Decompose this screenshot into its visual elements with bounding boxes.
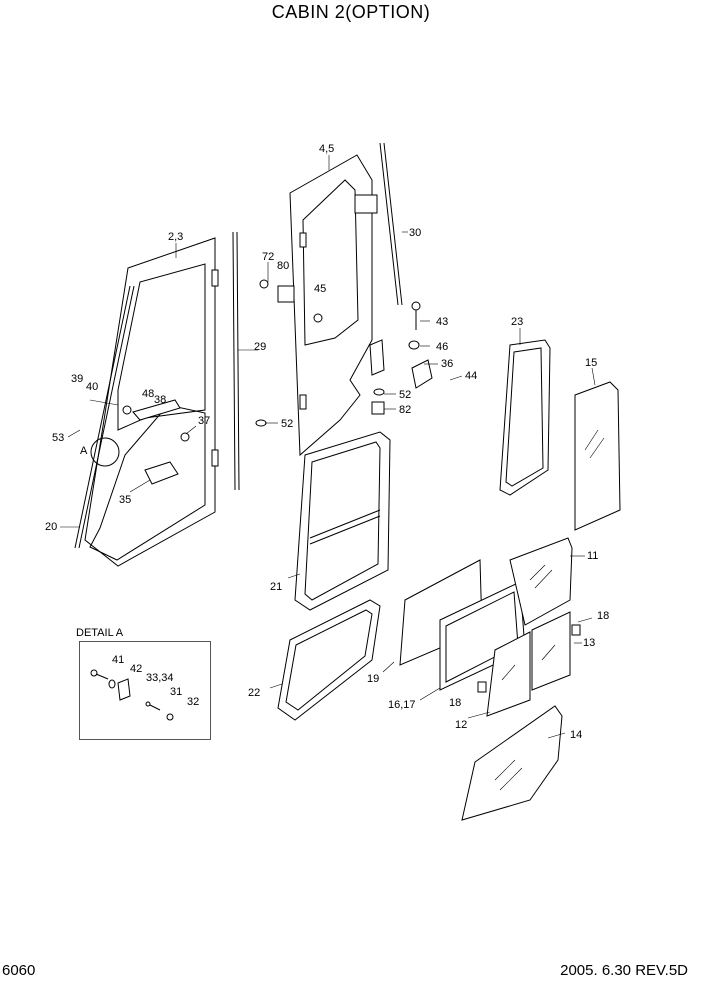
callout-29: 29 — [254, 341, 266, 353]
callout-14: 14 — [570, 729, 582, 741]
left-door — [74, 231, 240, 567]
page-title: CABIN 2(OPTION) — [271, 2, 431, 22]
callout-19: 19 — [367, 673, 379, 685]
callout-18b: 18 — [449, 697, 461, 709]
callout-11: 11 — [587, 550, 598, 562]
callout-38: 38 — [154, 394, 166, 406]
callout-52b: 52 — [281, 418, 293, 430]
leader-lines — [60, 155, 596, 739]
detail-callout-32: 32 — [187, 696, 199, 708]
callout-72: 72 — [262, 251, 274, 263]
callout-23: 23 — [511, 316, 523, 328]
callout-4-5: 4,5 — [319, 143, 334, 155]
callout-40: 40 — [86, 381, 98, 393]
callout-15: 15 — [585, 357, 597, 369]
callout-44: 44 — [465, 370, 477, 382]
callout-45: 45 — [314, 283, 326, 295]
detail-a-title: DETAIL A — [76, 627, 124, 639]
detail-callout-31: 31 — [170, 686, 182, 698]
callout-53: 53 — [52, 432, 64, 444]
detail-a-box — [79, 641, 211, 740]
callout-18a: 18 — [597, 610, 609, 622]
callout-2-3: 2,3 — [168, 231, 183, 243]
callout-22: 22 — [248, 687, 260, 699]
callout-21: 21 — [270, 581, 282, 593]
callout-46: 46 — [436, 341, 448, 353]
callout-A: A — [80, 445, 88, 457]
callout-52a: 52 — [399, 389, 411, 401]
window-parts — [277, 339, 621, 821]
callout-36: 36 — [441, 358, 453, 370]
callout-37: 37 — [198, 415, 210, 427]
callout-43: 43 — [436, 316, 448, 328]
callout-39: 39 — [71, 373, 83, 385]
revision-date: 2005. 6.30 REV.5D — [560, 962, 688, 979]
callout-16-17: 16,17 — [388, 699, 416, 711]
callout-30: 30 — [409, 227, 421, 239]
callout-20: 20 — [45, 521, 57, 533]
detail-a-parts — [90, 669, 174, 721]
detail-callout-33-34: 33,34 — [146, 672, 174, 684]
detail-callout-42: 42 — [130, 663, 142, 675]
center-door — [255, 142, 433, 457]
callout-48: 48 — [142, 388, 154, 400]
callout-35: 35 — [119, 494, 131, 506]
callout-82: 82 — [399, 404, 411, 416]
page-number: 6060 — [2, 962, 36, 979]
callout-80: 80 — [277, 260, 289, 272]
callout-12: 12 — [455, 719, 467, 731]
detail-callout-41: 41 — [112, 654, 124, 666]
callout-13: 13 — [583, 637, 595, 649]
